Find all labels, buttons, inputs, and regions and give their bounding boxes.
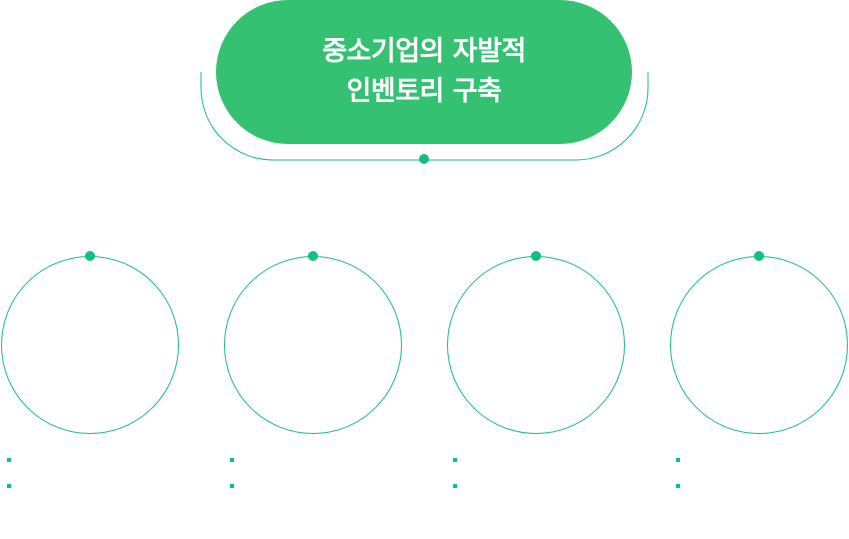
bullet-item [230,452,410,478]
circle-card-3 [447,251,627,436]
bullet-item [676,452,849,478]
circle-card-4 [670,251,849,436]
bullet-mark [676,458,680,462]
circle-card-1 [1,251,181,436]
bullet-mark [7,484,11,488]
title-text: 중소기업의 자발적 인벤토리 구축 [322,32,526,112]
bullet-item [7,478,187,504]
bullet-list-4 [676,452,849,504]
bullet-mark [676,484,680,488]
title-group: 중소기업의 자발적 인벤토리 구축 [200,0,649,170]
bullet-mark [453,484,457,488]
circle-4 [670,256,848,434]
circle-dot-4 [754,251,764,261]
bullet-list-3 [453,452,633,504]
title-line-1: 중소기업의 자발적 [322,36,526,67]
bullet-mark [453,458,457,462]
bullet-item [230,478,410,504]
bullet-mark [230,484,234,488]
circle-dot-1 [85,251,95,261]
circle-dot-2 [308,251,318,261]
title-line-2: 인벤토리 구축 [346,76,502,107]
circle-dot-3 [531,251,541,261]
bullet-list-1 [7,452,187,504]
title-arc [200,72,649,164]
bullet-item [453,478,633,504]
bullet-item [453,452,633,478]
bullet-mark [7,458,11,462]
bullet-list-2 [230,452,410,504]
bullet-item [7,452,187,478]
circle-card-2 [224,251,404,436]
circle-3 [447,256,625,434]
title-pill: 중소기업의 자발적 인벤토리 구축 [216,0,632,144]
circle-1 [1,256,179,434]
bullet-mark [230,458,234,462]
circle-2 [224,256,402,434]
bullet-item [676,478,849,504]
